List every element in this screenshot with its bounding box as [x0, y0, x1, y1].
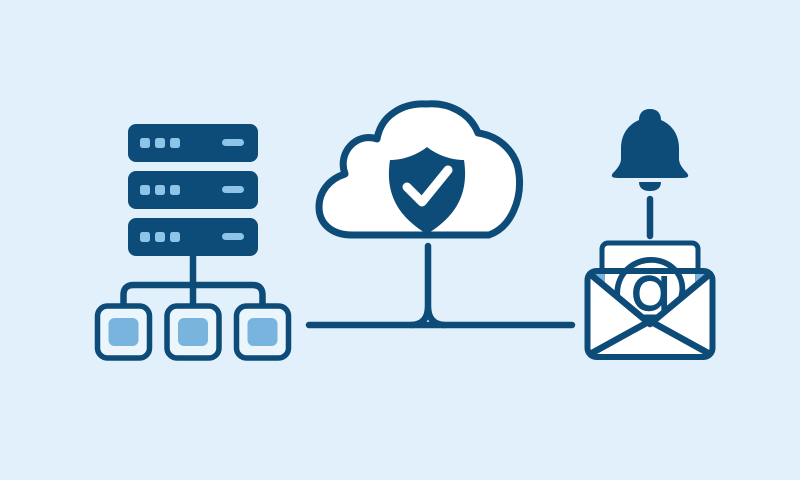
server-dash — [222, 186, 244, 193]
email-envelope-icon: @ — [584, 240, 716, 360]
server-body — [128, 171, 258, 209]
server-network-connector — [120, 253, 266, 310]
server-led — [140, 185, 150, 195]
bell-body — [611, 109, 689, 178]
server-dash — [222, 233, 244, 240]
server-rack-icon — [94, 124, 292, 361]
server-body — [128, 218, 258, 256]
server-led — [140, 232, 150, 242]
server-led — [140, 138, 150, 148]
cloud-shield-icon — [315, 100, 524, 239]
node-core — [247, 318, 278, 346]
cloud-connector-line — [408, 242, 448, 329]
server-dash — [222, 139, 244, 146]
server-led — [170, 232, 180, 242]
server-led — [170, 138, 180, 148]
network-node — [164, 303, 222, 361]
envelope-border — [584, 268, 716, 360]
server-led — [170, 185, 180, 195]
server-unit — [128, 171, 258, 209]
checkmark-icon — [402, 165, 453, 207]
notification-group: @ — [584, 109, 716, 360]
bell-clapper — [639, 182, 661, 191]
bell-icon — [611, 109, 689, 191]
network-node — [233, 303, 292, 361]
node-core — [108, 318, 139, 346]
server-led — [155, 232, 165, 242]
envelope-fold-lines — [588, 317, 712, 357]
server-unit — [128, 124, 258, 162]
server-unit — [128, 218, 258, 256]
network-node — [94, 303, 153, 361]
node-core — [178, 318, 208, 346]
server-body — [128, 124, 258, 162]
server-led — [155, 138, 165, 148]
server-led — [155, 185, 165, 195]
